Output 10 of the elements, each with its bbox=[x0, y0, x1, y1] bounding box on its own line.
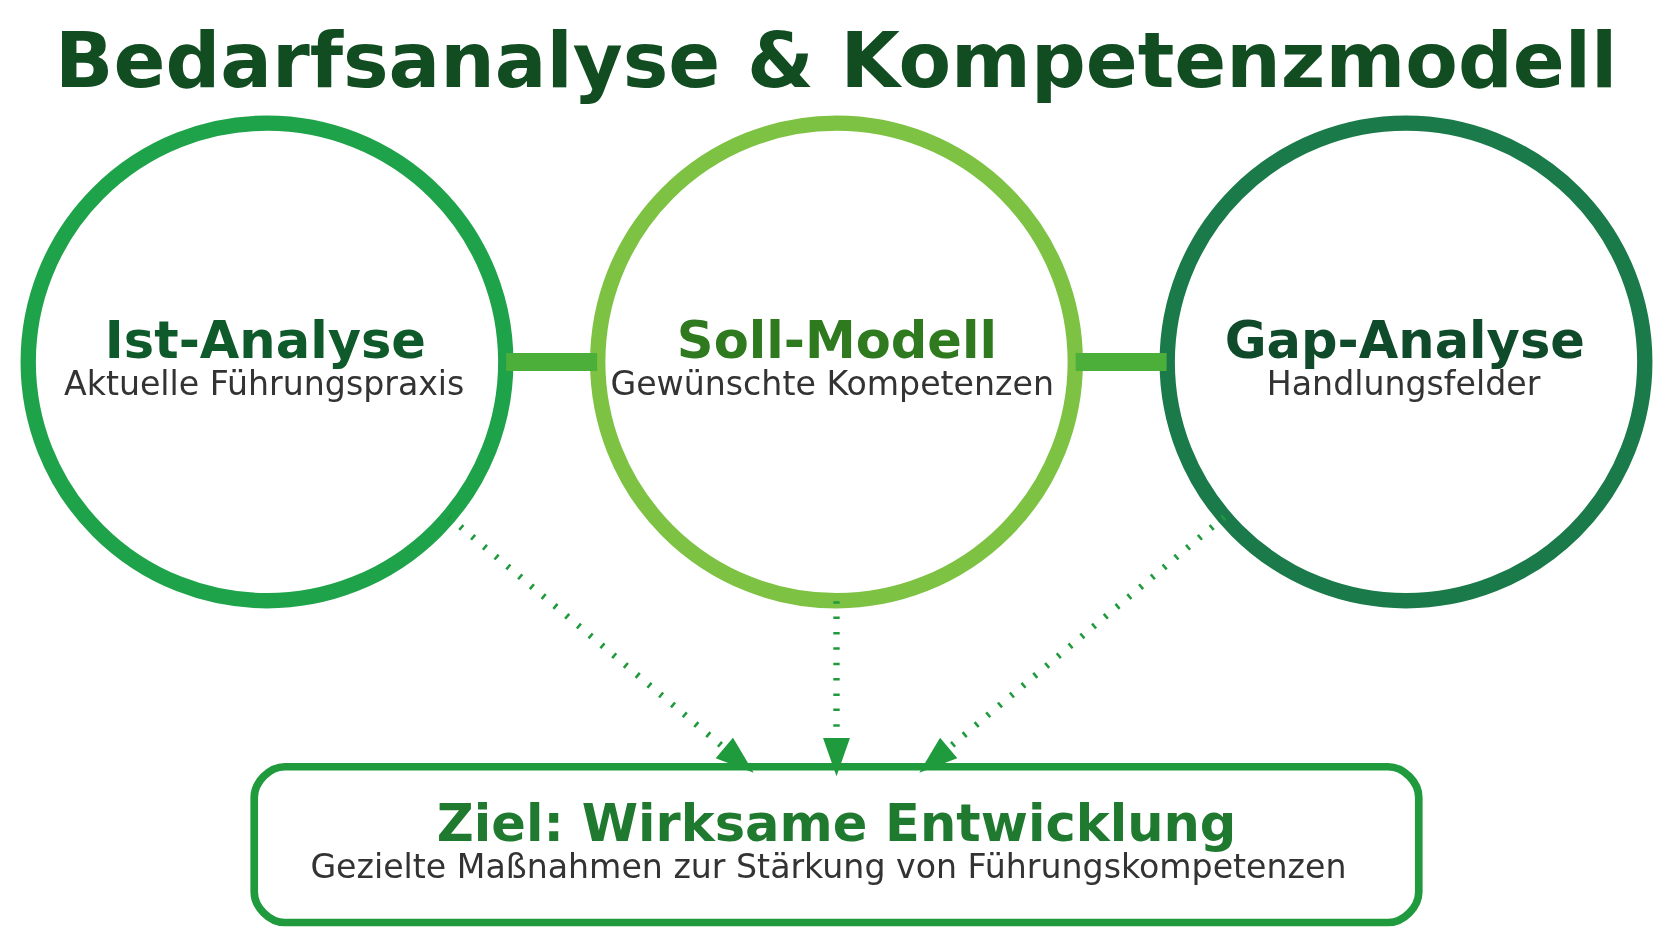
arrow bbox=[918, 514, 1226, 773]
diagram-title: Bedarfsanalyse & Kompetenzmodell bbox=[54, 16, 1617, 106]
node-circle: Gap-Analyse Handlungsfelder bbox=[1159, 115, 1652, 609]
node-circle: Soll-Modell Gewünschte Kompetenzen bbox=[589, 115, 1083, 609]
arrow bbox=[822, 601, 850, 777]
arrow bbox=[446, 514, 754, 773]
connector bbox=[1075, 353, 1167, 371]
node-box: Ziel: Wirksame Entwicklung Gezielte Maßnahmen zur Stärkung von Führungskompetenzen bbox=[249, 762, 1423, 927]
node-circle: Ist-Analyse Aktuelle Führungspraxis bbox=[20, 115, 513, 609]
connector bbox=[505, 353, 597, 371]
